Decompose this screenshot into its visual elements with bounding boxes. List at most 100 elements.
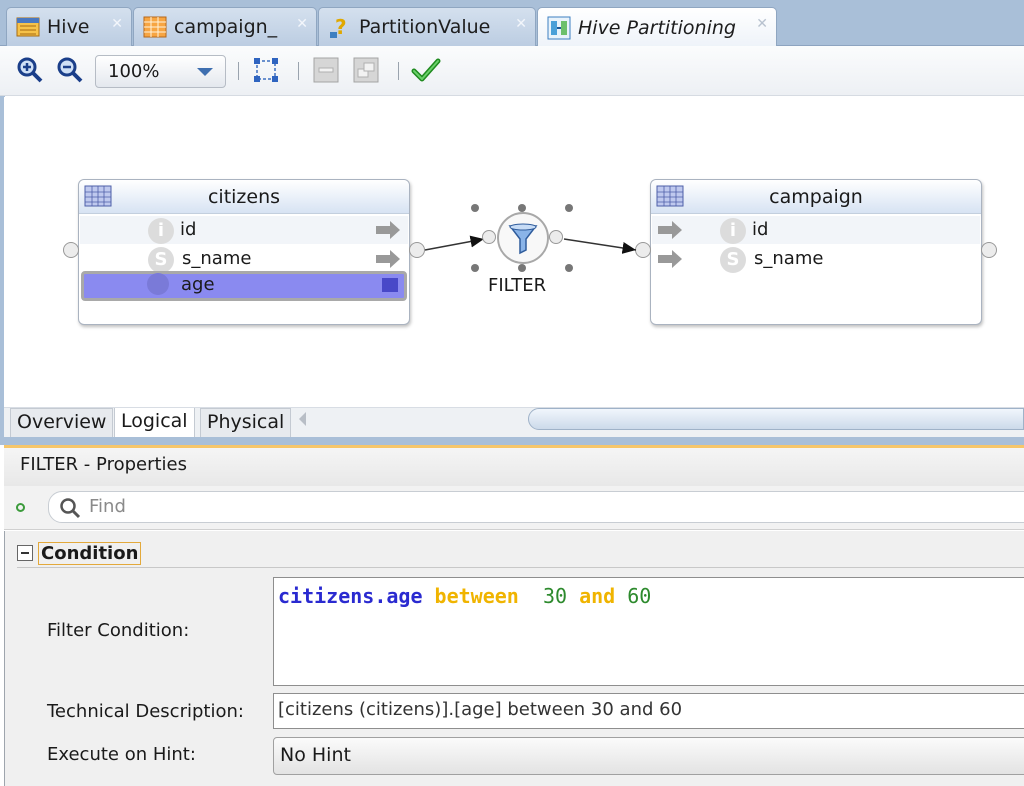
zoom-out-button[interactable] <box>54 54 86 86</box>
toolbar-separator <box>398 62 399 80</box>
tab-label: Hive <box>47 16 90 38</box>
selection-handle[interactable] <box>565 204 573 212</box>
filter-output-port[interactable] <box>549 230 563 244</box>
datastore-citizens[interactable]: citizens i id S s_name age <box>78 179 410 325</box>
fit-to-window-button[interactable] <box>250 54 282 86</box>
technical-description-field[interactable]: [citizens (citizens)].[age] between 30 a… <box>273 693 1024 729</box>
toolbar-separator <box>298 62 299 80</box>
tab-label: PartitionValue <box>359 16 491 38</box>
properties-find-bar <box>4 486 1024 530</box>
zoom-out-icon <box>57 57 83 83</box>
datastore-table-icon <box>656 185 684 207</box>
expression-field: citizens.age <box>278 584 423 608</box>
panel-splitter[interactable] <box>0 437 1024 445</box>
numeric-type-icon <box>147 273 169 295</box>
close-icon[interactable]: ✕ <box>515 16 527 32</box>
expression-number: 60 <box>627 584 652 608</box>
collapse-icon[interactable] <box>17 545 33 561</box>
tab-physical[interactable]: Physical <box>200 408 292 438</box>
filter-condition-editor[interactable]: citizens.age between 30 and 60 <box>273 577 1024 686</box>
attribute-name: id <box>180 219 197 240</box>
execute-on-hint-label: Execute on Hint: <box>47 744 196 765</box>
horizontal-scrollbar-thumb[interactable] <box>528 408 1024 430</box>
tab-logical[interactable]: Logical <box>114 408 195 438</box>
search-icon <box>60 498 81 519</box>
tab-hive-partitioning[interactable]: Hive Partitioning ✕ <box>537 7 777 47</box>
technical-description-label: Technical Description: <box>47 701 244 722</box>
condition-section-header[interactable]: Condition <box>17 539 142 567</box>
expand-button[interactable] <box>350 54 382 86</box>
zoom-value: 100% <box>108 61 160 82</box>
variable-icon: ? <box>330 15 347 39</box>
filter-component[interactable] <box>495 210 551 266</box>
find-input[interactable] <box>89 496 589 517</box>
svg-text:?: ? <box>335 15 347 39</box>
tab-label: Hive Partitioning <box>578 16 736 39</box>
attribute-name: s_name <box>182 248 252 269</box>
expression-number: 30 <box>542 584 568 608</box>
datastore-table-icon <box>143 16 167 38</box>
attribute-row[interactable]: S s_name <box>80 245 408 273</box>
active-panel-indicator <box>4 445 1024 448</box>
close-icon[interactable]: ✕ <box>111 16 123 32</box>
integer-type-icon: i <box>720 218 746 244</box>
zoom-in-icon <box>17 57 43 83</box>
arrow-right-icon <box>382 278 398 292</box>
attribute-name: age <box>181 274 215 295</box>
filter-component-label: FILTER <box>488 275 547 296</box>
attribute-row-selected[interactable]: age <box>81 271 407 301</box>
filter-input-port[interactable] <box>482 230 496 244</box>
selection-handle[interactable] <box>518 204 526 212</box>
selection-handle[interactable] <box>471 264 479 272</box>
zoom-select[interactable]: 100% <box>95 55 226 88</box>
arrow-right-icon <box>658 250 682 268</box>
datastore-title: citizens <box>207 186 281 208</box>
diagram-toolbar: 100% <box>0 46 1024 96</box>
tab-partitionvalue[interactable]: ? PartitionValue ✕ <box>318 7 536 46</box>
tab-label: campaign_ <box>174 16 278 38</box>
datastore-output-port[interactable] <box>409 242 425 258</box>
expression-operator: between <box>434 584 519 608</box>
hive-model-icon <box>16 17 40 37</box>
validate-button[interactable] <box>410 54 442 86</box>
properties-title: FILTER - Properties <box>20 454 187 475</box>
zoom-in-button[interactable] <box>14 54 46 86</box>
properties-body: Condition Filter Condition: citizens.age… <box>4 531 1024 786</box>
attribute-row[interactable]: i id <box>652 216 980 244</box>
section-title: Condition <box>38 541 142 565</box>
filter-funnel-icon <box>508 223 538 255</box>
attribute-row[interactable]: S s_name <box>652 245 980 273</box>
scroll-left-icon[interactable] <box>299 412 306 426</box>
selection-handle[interactable] <box>518 264 526 272</box>
find-field[interactable] <box>48 491 1024 523</box>
toolbar-separator <box>238 62 239 80</box>
datastore-header[interactable]: citizens <box>79 180 409 214</box>
collapse-all-icon <box>313 57 339 83</box>
filter-condition-label: Filter Condition: <box>47 620 190 641</box>
execute-on-hint-select[interactable]: No Hint <box>273 737 1024 775</box>
integer-type-icon: i <box>148 218 174 244</box>
tab-overview[interactable]: Overview <box>10 408 114 438</box>
datastore-title: campaign <box>769 186 863 208</box>
datastore-input-port[interactable] <box>635 242 651 258</box>
datastore-campaign[interactable]: campaign i id S s_name <box>650 179 982 325</box>
string-type-icon: S <box>148 247 174 273</box>
fit-to-window-icon <box>254 58 278 82</box>
selection-handle[interactable] <box>565 264 573 272</box>
close-icon[interactable]: ✕ <box>296 16 308 32</box>
attribute-name: s_name <box>754 248 824 269</box>
collapse-button[interactable] <box>310 54 342 86</box>
string-type-icon: S <box>720 247 746 273</box>
tab-hive[interactable]: Hive ✕ <box>6 7 132 46</box>
arrow-right-icon <box>376 250 400 268</box>
panel-edge <box>0 96 5 440</box>
tab-campaign[interactable]: campaign_ ✕ <box>133 7 317 46</box>
selection-handle[interactable] <box>471 204 479 212</box>
datastore-output-port[interactable] <box>981 242 997 258</box>
mapping-icon <box>547 16 571 39</box>
attribute-row[interactable]: i id <box>80 216 408 244</box>
datastore-header[interactable]: campaign <box>651 180 981 214</box>
expression-operator: and <box>579 584 616 608</box>
datastore-input-port[interactable] <box>63 242 79 258</box>
close-icon[interactable]: ✕ <box>756 16 768 32</box>
